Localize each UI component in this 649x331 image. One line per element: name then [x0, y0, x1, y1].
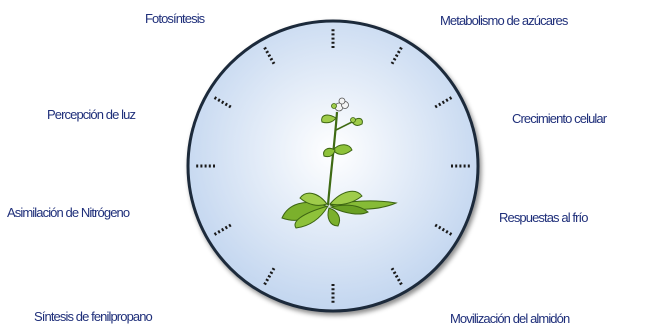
- label-sintesis: Síntesis de fenilpropano: [34, 309, 152, 325]
- label-percepcion: Percepción de luz: [47, 107, 135, 123]
- flower-bud: [351, 118, 356, 123]
- clock-face: [188, 21, 478, 311]
- label-fotosintesis: Fotosíntesis: [145, 11, 204, 27]
- flower-bud: [332, 104, 337, 109]
- flower: [339, 98, 345, 104]
- label-crecimiento: Crecimiento celular: [512, 111, 606, 127]
- label-asimilacion: Asimilación de Nitrógeno: [7, 205, 129, 221]
- label-respuestas: Respuestas al frío: [499, 210, 588, 226]
- label-movilizacion: Movilización del almidón: [450, 311, 569, 327]
- label-metabolismo: Metabolismo de azúcares: [440, 13, 567, 29]
